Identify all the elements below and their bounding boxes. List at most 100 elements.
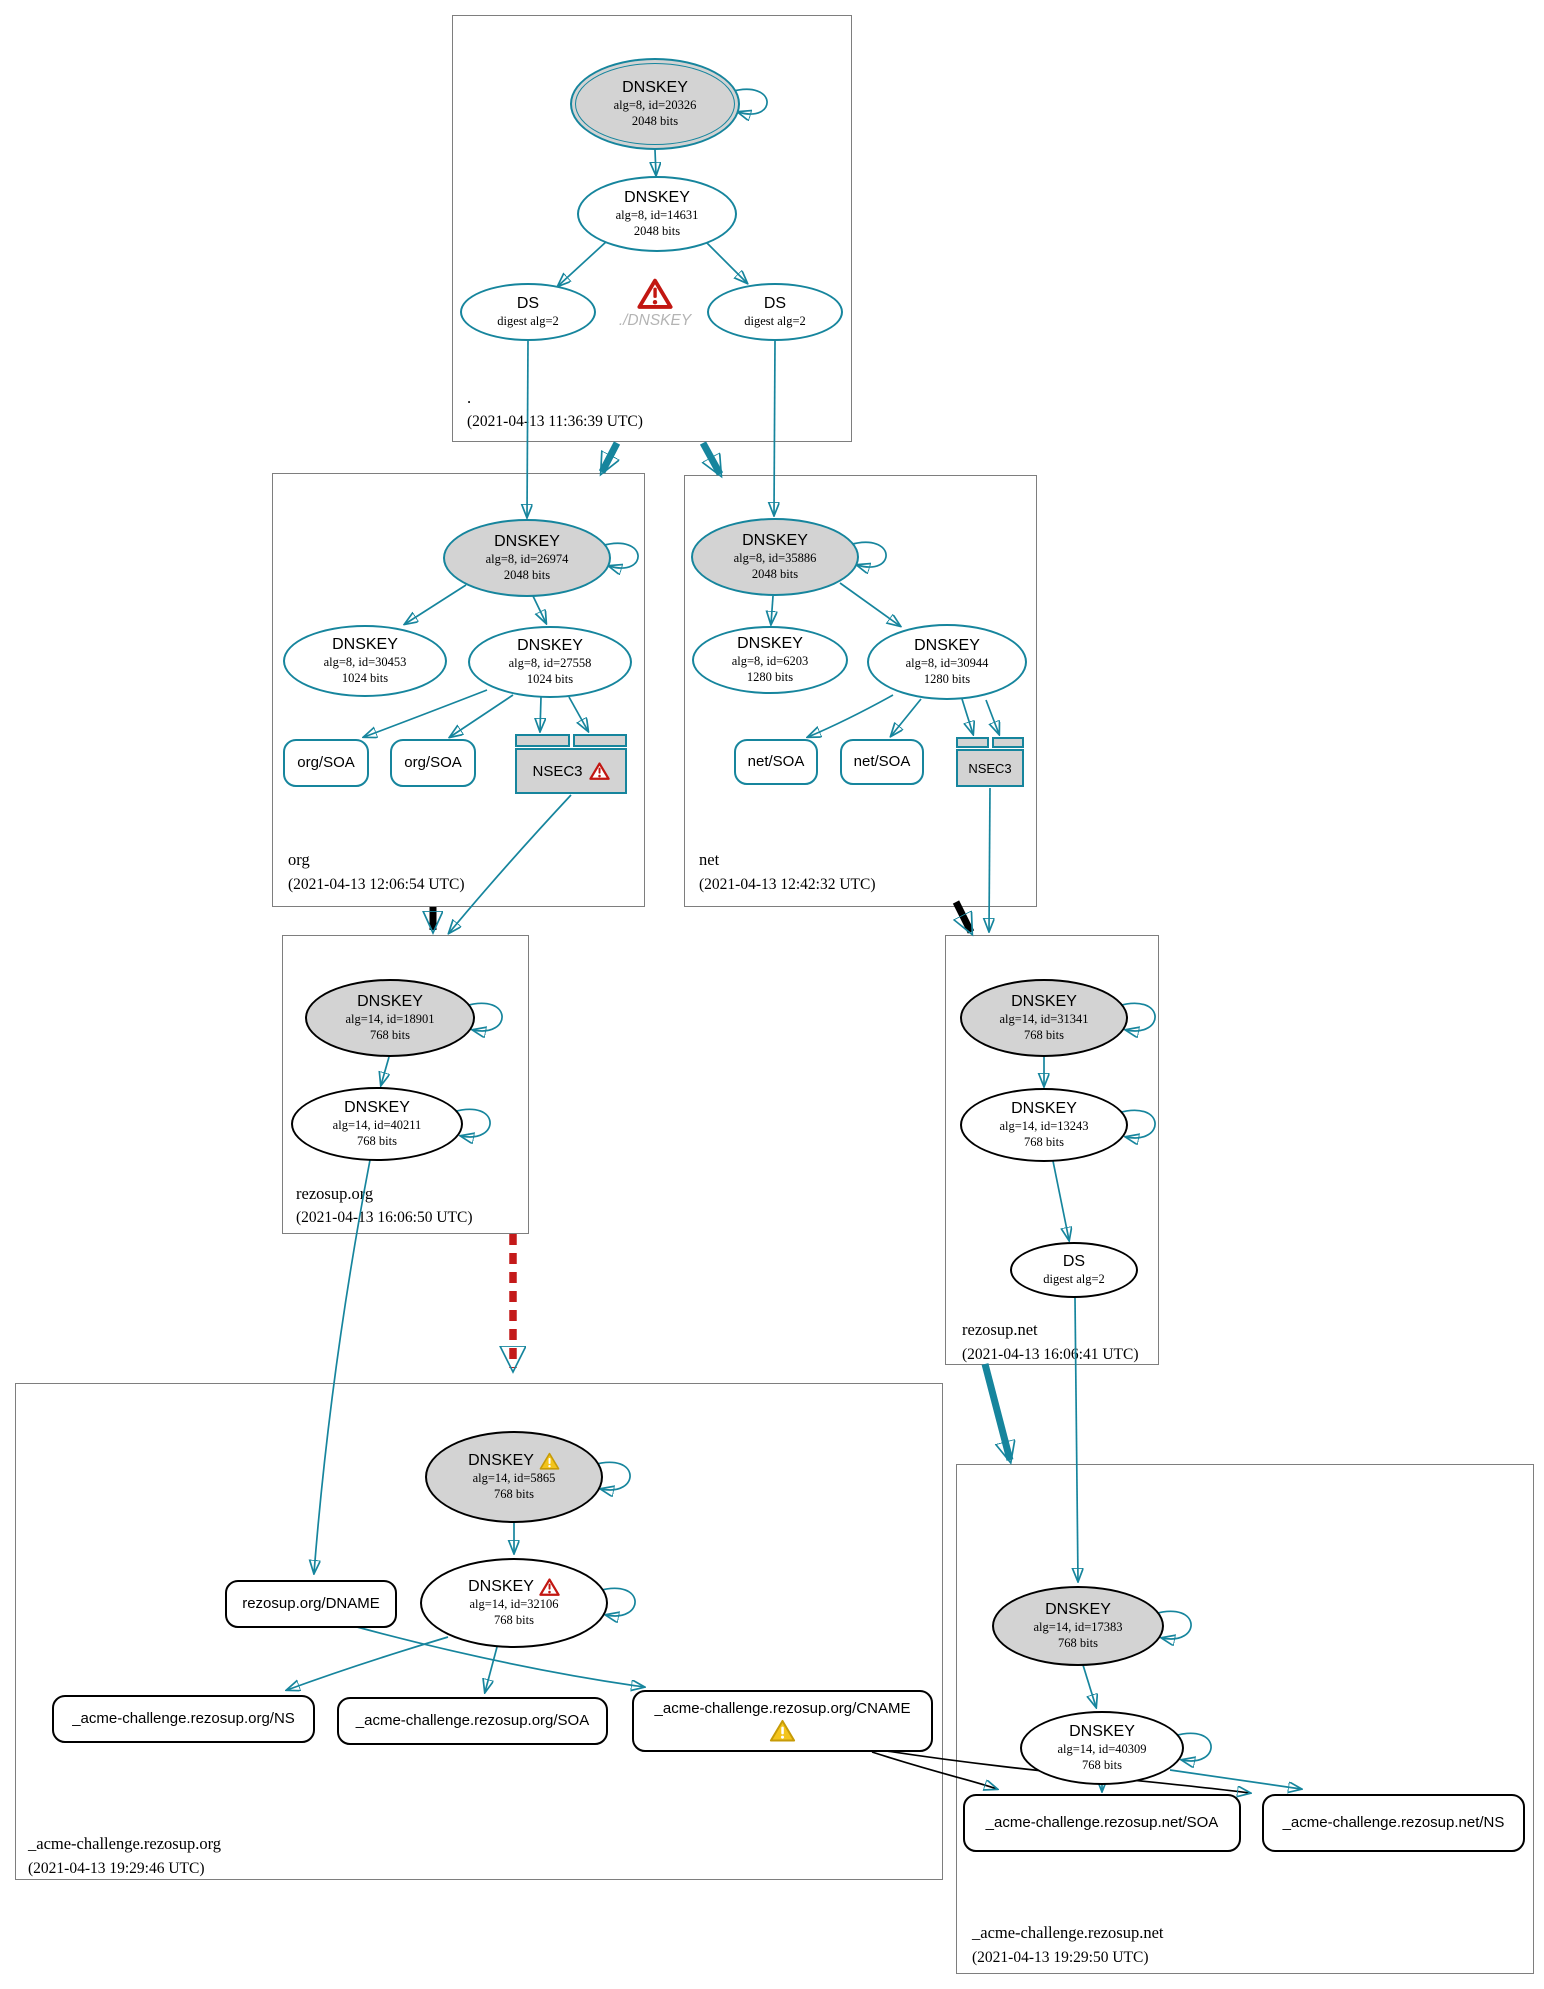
node-acme-org-zsk-dnskey-32106[interactable]: DNSKEY alg=14, id=32106 768 bits xyxy=(420,1558,608,1648)
nsec3-label: NSEC3 xyxy=(532,762,583,780)
edge-net-zsk2-to-nsec3-a xyxy=(961,698,973,734)
dnskey-bits: 768 bits xyxy=(494,1613,534,1627)
dnskey-title: DNSKEY xyxy=(357,992,423,1010)
node-org-zsk-dnskey-30453[interactable]: DNSKEY alg=8, id=30453 1024 bits xyxy=(283,625,447,697)
node-net-soa-1[interactable]: net/SOA xyxy=(734,739,818,785)
missing-dnskey-label: ./DNSKEY xyxy=(618,312,692,329)
node-org-zsk-dnskey-27558[interactable]: DNSKEY alg=8, id=27558 1024 bits xyxy=(468,626,632,698)
edge-acme-net-ksk-selfloop xyxy=(1153,1610,1192,1639)
node-net-nsec3[interactable]: NSEC3 xyxy=(956,737,1024,787)
edge-org-zsk2-to-soa2 xyxy=(450,694,514,737)
nsec3-cell xyxy=(956,737,989,748)
node-rezosup-org-ksk-dnskey-18901[interactable]: DNSKEY alg=14, id=18901 768 bits xyxy=(305,979,475,1057)
node-acme-org-ns[interactable]: _acme-challenge.rezosup.org/NS xyxy=(52,1695,315,1743)
dnskey-title: DNSKEY xyxy=(914,636,980,654)
dnskey-title-text: DNSKEY xyxy=(468,1451,534,1469)
dnskey-bits: 1024 bits xyxy=(341,670,389,685)
dnskey-title: DNSKEY xyxy=(1011,992,1077,1010)
warning-icon xyxy=(769,1719,796,1742)
nsec3-label: NSEC3 xyxy=(968,760,1012,776)
node-acme-org-ksk-dnskey-5865[interactable]: DNSKEY alg=14, id=5865 768 bits xyxy=(425,1431,603,1523)
zone-label-net: net xyxy=(699,850,720,869)
edge-root-ds-left-to-org-ksk xyxy=(527,340,528,517)
node-rezosup-org-dname[interactable]: rezosup.org/DNAME xyxy=(225,1580,397,1628)
node-root-missing-dnskey[interactable]: ./DNSKEY xyxy=(600,278,710,330)
node-net-zsk-dnskey-30944[interactable]: DNSKEY alg=8, id=30944 1280 bits xyxy=(867,624,1027,700)
node-acme-org-soa[interactable]: _acme-challenge.rezosup.org/SOA xyxy=(337,1697,608,1745)
ds-meta: digest alg=2 xyxy=(497,313,559,328)
edge-net-ksk-selfloop xyxy=(848,541,887,567)
zone-label-root: . xyxy=(467,388,472,407)
edge-rezosup-org-ksk-selfloop xyxy=(464,1002,503,1031)
node-root-zsk-dnskey-14631[interactable]: DNSKEY alg=8, id=14631 2048 bits xyxy=(577,176,737,252)
node-acme-net-soa[interactable]: _acme-challenge.rezosup.net/SOA xyxy=(963,1794,1241,1852)
edge-root-zsk-to-ds-right xyxy=(703,239,747,283)
edge-org-ksk-to-zsk2 xyxy=(532,595,546,623)
dnskey-meta: alg=14, id=5865 xyxy=(472,1470,556,1485)
edge-delegation-rezosup-net-to-acme-net xyxy=(981,1363,1010,1460)
nsec3-cell xyxy=(515,734,570,747)
node-acme-org-cname[interactable]: _acme-challenge.rezosup.org/CNAME xyxy=(632,1690,933,1752)
node-root-ds-org[interactable]: DS digest alg=2 xyxy=(460,283,596,341)
node-rezosup-net-ksk-dnskey-31341[interactable]: DNSKEY alg=14, id=31341 768 bits xyxy=(960,979,1128,1057)
edge-root-zsk-to-ds-left xyxy=(558,240,608,286)
node-acme-net-ksk-dnskey-17383[interactable]: DNSKEY alg=14, id=17383 768 bits xyxy=(992,1586,1164,1666)
edge-acme-org-zsk-selfloop xyxy=(597,1587,636,1616)
node-org-soa-2[interactable]: org/SOA xyxy=(390,739,476,787)
zone-box-rezosup-net xyxy=(945,935,1159,1365)
dnskey-title: DNSKEY xyxy=(624,188,690,206)
edge-rezosup-org-zsk-selfloop xyxy=(452,1108,491,1137)
nsec3-cell xyxy=(572,734,627,747)
zone-timestamp-acme-net: (2021-04-13 19:29:50 UTC) xyxy=(972,1949,1149,1966)
edge-net-nsec3-to-rezosup-net xyxy=(989,787,990,931)
edge-delegation-root-to-org xyxy=(598,441,621,472)
dnskey-meta: alg=8, id=14631 xyxy=(615,207,699,222)
dnskey-title: DNSKEY xyxy=(1011,1099,1077,1117)
dnskey-bits: 2048 bits xyxy=(503,567,551,582)
dnskey-meta: alg=8, id=30944 xyxy=(905,655,989,670)
node-net-soa-2[interactable]: net/SOA xyxy=(840,739,924,785)
dnskey-bits: 2048 bits xyxy=(631,113,679,128)
zone-label-rezosup-org: rezosup.org xyxy=(296,1184,374,1203)
edge-org-ksk-to-zsk1 xyxy=(405,584,467,624)
node-acme-net-ns[interactable]: _acme-challenge.rezosup.net/NS xyxy=(1262,1794,1525,1852)
node-org-soa-1[interactable]: org/SOA xyxy=(283,739,369,787)
zone-box-root xyxy=(452,15,852,442)
dnskey-bits: 2048 bits xyxy=(751,566,799,581)
node-rezosup-net-zsk-dnskey-13243[interactable]: DNSKEY alg=14, id=13243 768 bits xyxy=(960,1088,1128,1162)
node-org-nsec3[interactable]: NSEC3 xyxy=(515,734,627,794)
error-icon xyxy=(588,762,610,780)
zone-box-acme-challenge-rezosup-net xyxy=(956,1464,1534,1974)
edge-acme-org-zsk-to-ns xyxy=(287,1636,449,1690)
edge-rezosup-net-zsk-to-ds xyxy=(1052,1160,1069,1240)
node-root-ds-net[interactable]: DS digest alg=2 xyxy=(707,283,843,341)
node-root-ksk-dnskey-20326[interactable]: DNSKEY alg=8, id=20326 2048 bits xyxy=(570,58,740,150)
node-acme-net-zsk-dnskey-40309[interactable]: DNSKEY alg=14, id=40309 768 bits xyxy=(1020,1711,1184,1785)
node-net-ksk-dnskey-35886[interactable]: DNSKEY alg=8, id=35886 2048 bits xyxy=(691,518,859,596)
node-net-zsk-dnskey-6203[interactable]: DNSKEY alg=8, id=6203 1280 bits xyxy=(692,626,848,694)
edge-delegation-net-to-rezosup-net xyxy=(956,900,975,932)
edge-net-zsk2-to-nsec3-b xyxy=(985,699,999,734)
zone-box-org xyxy=(272,473,645,907)
edge-root-ksk-selfloop xyxy=(729,88,768,114)
dnskey-meta: alg=8, id=20326 xyxy=(613,97,697,112)
node-rezosup-net-ds[interactable]: DS digest alg=2 xyxy=(1010,1242,1138,1298)
edge-rezosup-org-ksk-to-zsk xyxy=(381,1056,389,1085)
edge-org-zsk2-to-nsec3-b xyxy=(568,696,588,731)
edge-rezosup-net-zsk-selfloop xyxy=(1117,1109,1156,1138)
edge-net-zsk2-to-soa1 xyxy=(808,694,894,737)
node-org-ksk-dnskey-26974[interactable]: DNSKEY alg=8, id=26974 2048 bits xyxy=(443,519,611,597)
node-rezosup-org-zsk-dnskey-40211[interactable]: DNSKEY alg=14, id=40211 768 bits xyxy=(291,1087,463,1161)
error-icon xyxy=(637,278,673,309)
dnskey-title: DNSKEY xyxy=(737,634,803,652)
zone-timestamp-root: (2021-04-13 11:36:39 UTC) xyxy=(467,413,643,430)
dnskey-bits: 768 bits xyxy=(357,1133,397,1148)
edge-org-ksk-selfloop xyxy=(600,542,639,568)
nsec3-header-cells xyxy=(956,737,1024,748)
edge-rezosup-org-zsk-to-dname xyxy=(314,1159,371,1573)
edge-org-zsk2-to-nsec3-a xyxy=(540,696,541,731)
dnskey-meta: alg=8, id=6203 xyxy=(731,653,809,668)
warning-icon xyxy=(539,1452,560,1470)
